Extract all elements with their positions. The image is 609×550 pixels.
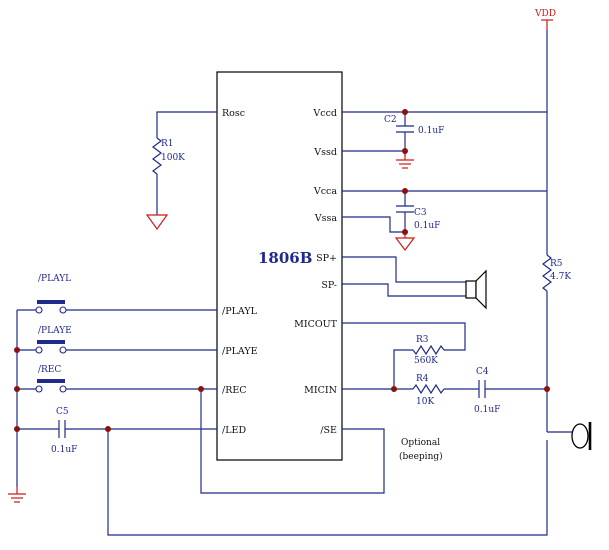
pin-label-sp-plus: SP+ bbox=[316, 253, 337, 264]
junction-dot bbox=[198, 386, 204, 392]
switch-label-playe: /PLAYE bbox=[38, 326, 72, 336]
pin-label-micin: MICIN bbox=[304, 385, 337, 396]
c4-ref: C4 bbox=[476, 367, 489, 377]
rosc-wire bbox=[156, 111, 217, 138]
junction-dot bbox=[14, 347, 20, 353]
switch-label-playl: /PLAYL bbox=[38, 274, 71, 284]
r4-ref: R4 bbox=[416, 374, 429, 384]
switch-rec bbox=[35, 379, 67, 393]
pin-label-vccd: Vccd bbox=[312, 108, 337, 119]
ground-icon bbox=[394, 237, 416, 251]
c5-value: 0.1uF bbox=[51, 445, 77, 455]
r3-micin-wire bbox=[393, 349, 413, 389]
note-beeping: (beeping) bbox=[399, 451, 443, 462]
switch-label-rec: /REC bbox=[38, 365, 61, 375]
sp-minus-wire bbox=[342, 283, 466, 297]
junction-dot bbox=[105, 426, 111, 432]
pin-label-playl: /PLAYL bbox=[222, 306, 258, 317]
pin-label-vcca: Vcca bbox=[313, 186, 338, 197]
ground-icon bbox=[8, 487, 26, 503]
junction-dot bbox=[402, 229, 408, 235]
chip-1806b bbox=[216, 71, 343, 461]
r1-resistor bbox=[152, 137, 162, 175]
r5-ref: R5 bbox=[550, 259, 563, 269]
c4-value: 0.1uF bbox=[474, 405, 500, 415]
switch-playe bbox=[35, 340, 67, 354]
junction-dot bbox=[14, 426, 20, 432]
r5-value: 4.7K bbox=[550, 272, 571, 282]
r4-resistor bbox=[412, 383, 445, 395]
microphone-icon bbox=[571, 422, 592, 450]
junction-dot bbox=[391, 386, 397, 392]
r3-value: 560K bbox=[414, 356, 438, 366]
ground-icon bbox=[145, 214, 169, 231]
pin-label-se: /SE bbox=[320, 425, 337, 436]
junction-dot bbox=[402, 188, 408, 194]
pin-label-sp-minus: SP- bbox=[321, 280, 337, 291]
pin-label-rosc: Rosc bbox=[222, 108, 245, 119]
junction-dot bbox=[402, 148, 408, 154]
c3-ref: C3 bbox=[414, 208, 427, 218]
switch-playl bbox=[35, 300, 67, 314]
pin-label-micout: MICOUT bbox=[294, 319, 338, 330]
pin-label-vssd: Vssd bbox=[313, 147, 337, 158]
led-mic-return-wire bbox=[107, 429, 548, 536]
r3-resistor bbox=[412, 344, 445, 356]
junction-dot bbox=[544, 386, 550, 392]
r3-ref: R3 bbox=[416, 335, 429, 345]
r1-value: 100K bbox=[161, 153, 185, 163]
junction-dot bbox=[402, 109, 408, 115]
sp-plus-wire bbox=[342, 256, 466, 283]
micout-wire bbox=[342, 322, 466, 351]
pin-label-led: /LED bbox=[222, 425, 246, 436]
pin-label-playe: /PLAYE bbox=[222, 346, 258, 357]
r1-ref: R1 bbox=[161, 139, 174, 149]
c3-value: 0.1uF bbox=[414, 221, 440, 231]
se-optional-wire bbox=[200, 389, 385, 494]
chip-name: 1806B bbox=[258, 249, 312, 267]
pin-label-vssa: Vssa bbox=[314, 213, 338, 224]
junction-dots bbox=[14, 109, 550, 432]
vssa-wire bbox=[342, 216, 405, 233]
c2-ref: C2 bbox=[384, 115, 397, 125]
r4-value: 10K bbox=[416, 397, 434, 407]
note-optional: Optional bbox=[401, 438, 440, 448]
r5-resistor bbox=[542, 254, 552, 292]
speaker-icon bbox=[465, 269, 487, 310]
pin-label-rec: /REC bbox=[222, 385, 247, 396]
vdd-label: VDD bbox=[534, 9, 556, 19]
c5-ref: C5 bbox=[56, 407, 69, 417]
junction-dot bbox=[14, 386, 20, 392]
vdd-supply: VDD bbox=[534, 9, 556, 30]
c2-value: 0.1uF bbox=[418, 126, 444, 136]
